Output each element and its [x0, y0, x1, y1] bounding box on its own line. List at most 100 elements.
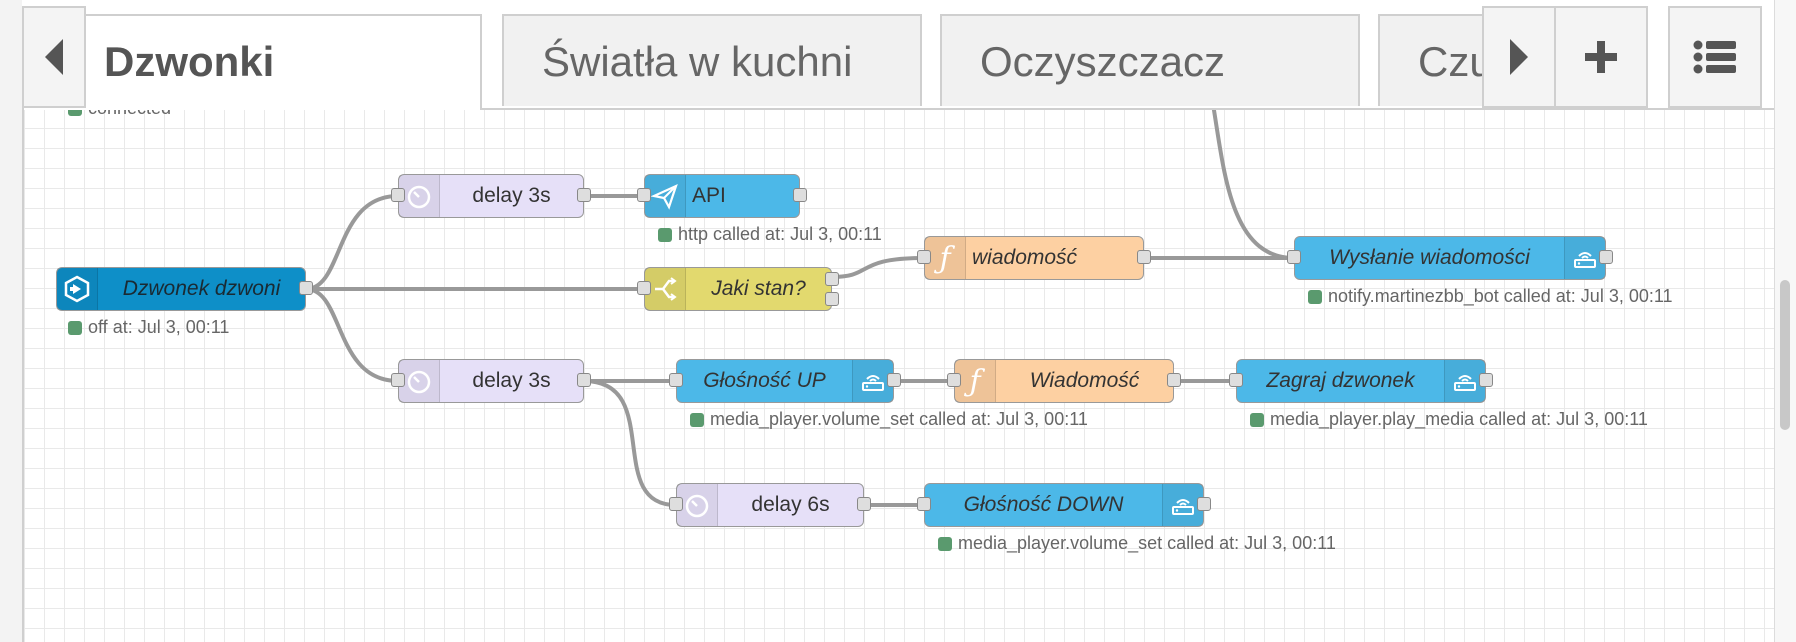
input-port[interactable] — [669, 373, 683, 387]
output-port[interactable] — [793, 188, 807, 202]
tab-bar: Dzwonki Światła w kuchni Oczyszczacz Czu — [22, 0, 1774, 110]
node-label: wiadomość — [972, 246, 1078, 269]
wires — [305, 108, 1295, 507]
flow-list-button[interactable] — [1668, 6, 1762, 108]
output-port[interactable] — [1479, 373, 1493, 387]
router-icon — [1444, 360, 1485, 402]
node-label: Wiadomość — [1029, 369, 1140, 392]
node-label: delay 3s — [472, 184, 551, 207]
timer-icon — [399, 360, 440, 402]
node-wiadomosc-2[interactable]: ƒ Wiadomość — [947, 359, 1181, 403]
node-label: API — [692, 184, 726, 207]
tab-label: Światła w kuchni — [542, 38, 853, 85]
router-icon — [852, 360, 893, 402]
node-wyslanie-wiadomosci[interactable]: Wysłanie wiadomości — [1287, 236, 1613, 280]
output-port[interactable] — [857, 497, 871, 511]
status-text: http called at: Jul 3, 00:11 — [678, 224, 882, 244]
node-api[interactable]: API — [637, 174, 807, 218]
output-port-1[interactable] — [825, 272, 839, 286]
status-dot — [1308, 289, 1322, 304]
node-label: delay 6s — [751, 493, 830, 516]
status-dot — [690, 412, 704, 427]
tab-czu[interactable]: Czu — [1378, 14, 1498, 106]
router-icon — [1564, 237, 1605, 279]
scroll-tabs-left-button[interactable] — [22, 6, 86, 108]
input-port[interactable] — [637, 188, 651, 202]
vol-down-status: media_player.volume_set called at: Jul 3… — [938, 533, 1336, 554]
triangle-right-icon — [1510, 39, 1528, 75]
output-port[interactable] — [577, 188, 591, 202]
node-zagraj-dzwonek[interactable]: Zagraj dzwonek — [1229, 359, 1493, 403]
tab-label: Oczyszczacz — [980, 38, 1226, 85]
status-text: media_player.volume_set called at: Jul 3… — [958, 533, 1336, 553]
input-port[interactable] — [917, 497, 931, 511]
add-flow-button[interactable] — [1554, 6, 1648, 108]
node-label: Wysłanie wiadomości — [1329, 246, 1530, 269]
vol-up-status: media_player.volume_set called at: Jul 3… — [690, 409, 1088, 430]
input-port[interactable] — [1229, 373, 1243, 387]
top-status: connected — [68, 108, 171, 119]
status-text: media_player.play_media called at: Jul 3… — [1270, 409, 1648, 429]
status-text: off at: Jul 3, 00:11 — [88, 317, 230, 337]
api-status: http called at: Jul 3, 00:11 — [658, 224, 882, 245]
status-dot — [68, 108, 82, 116]
output-port-2[interactable] — [825, 292, 839, 306]
tab-label: Dzwonki — [104, 38, 275, 85]
flow-workspace[interactable]: connected Dzwonek dzwoni off at: Jul 3, … — [22, 108, 1776, 642]
status-dot — [68, 320, 82, 335]
node-glosnosc-down[interactable]: Głośność DOWN — [917, 483, 1211, 527]
input-port[interactable] — [637, 281, 651, 295]
triangle-left-icon — [45, 39, 63, 75]
tab-swiatla-w-kuchni[interactable]: Światła w kuchni — [502, 14, 922, 106]
output-port[interactable] — [1599, 250, 1613, 264]
output-port[interactable] — [299, 281, 313, 295]
input-port[interactable] — [391, 373, 405, 387]
node-label: Dzwonek dzwoni — [122, 277, 281, 300]
plus-icon — [1585, 41, 1617, 73]
node-label: Jaki stan? — [711, 277, 806, 300]
inject-status: off at: Jul 3, 00:11 — [68, 317, 229, 338]
output-port[interactable] — [1197, 497, 1211, 511]
output-port[interactable] — [1167, 373, 1181, 387]
node-label: Głośność UP — [703, 369, 826, 392]
tab-oczyszczacz[interactable]: Oczyszczacz — [940, 14, 1360, 106]
router-icon — [1162, 484, 1203, 526]
node-label: Głośność DOWN — [963, 493, 1124, 516]
output-port[interactable] — [887, 373, 901, 387]
node-delay-6s[interactable]: delay 6s — [669, 483, 871, 527]
status-text: notify.martinezbb_bot called at: Jul 3, … — [1328, 286, 1673, 306]
status-text: connected — [88, 108, 172, 118]
function-icon: ƒ — [955, 360, 996, 402]
tab-label: Czu — [1418, 38, 1493, 85]
node-delay-3s-1[interactable]: delay 3s — [391, 174, 591, 218]
status-dot — [1250, 412, 1264, 427]
input-port[interactable] — [391, 188, 405, 202]
output-port[interactable] — [577, 373, 591, 387]
play-status: media_player.play_media called at: Jul 3… — [1250, 409, 1648, 430]
timer-icon — [677, 484, 718, 526]
input-port[interactable] — [917, 250, 931, 264]
node-glosnosc-up[interactable]: Głośność UP — [669, 359, 901, 403]
node-label: delay 3s — [472, 369, 551, 392]
list-icon — [1693, 40, 1736, 74]
timer-icon — [399, 175, 440, 217]
node-label: Zagraj dzwonek — [1266, 369, 1415, 392]
status-text: media_player.volume_set called at: Jul 3… — [710, 409, 1088, 429]
input-port[interactable] — [947, 373, 961, 387]
node-wiadomosc[interactable]: ƒ wiadomość — [917, 236, 1151, 280]
paper-plane-icon — [645, 175, 686, 217]
output-port[interactable] — [1137, 250, 1151, 264]
scroll-tabs-right-button[interactable] — [1482, 6, 1556, 108]
switch-icon — [645, 268, 686, 310]
node-dzwonek-dzwoni[interactable]: Dzwonek dzwoni — [56, 267, 313, 311]
node-jaki-stan[interactable]: Jaki stan? — [637, 267, 839, 311]
status-dot — [938, 536, 952, 551]
node-delay-3s-2[interactable]: delay 3s — [391, 359, 591, 403]
arrow-in-icon — [57, 268, 98, 310]
scrollbar-thumb[interactable] — [1780, 280, 1790, 430]
status-dot — [658, 227, 672, 242]
input-port[interactable] — [1287, 250, 1301, 264]
tab-dzwonki[interactable]: Dzwonki — [22, 14, 482, 110]
notify-status: notify.martinezbb_bot called at: Jul 3, … — [1308, 286, 1673, 307]
input-port[interactable] — [669, 497, 683, 511]
